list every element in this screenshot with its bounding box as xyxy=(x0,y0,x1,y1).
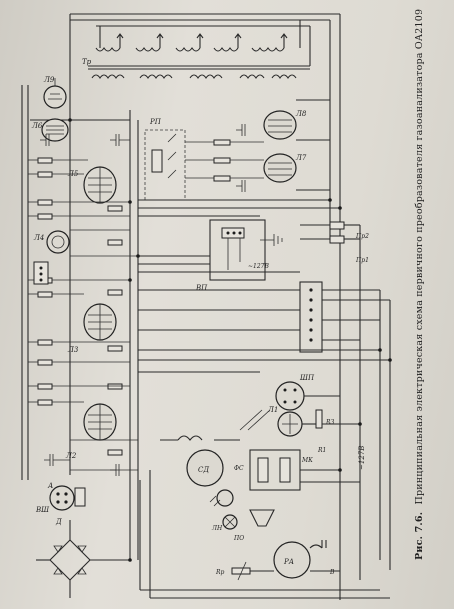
transformer-tr: Тр xyxy=(70,13,340,79)
connector-shp-label: ШП xyxy=(299,374,315,382)
tube-l1-group: Л1 R3 xyxy=(267,395,360,437)
po-element: ПО xyxy=(233,509,275,542)
relay-rp-label: РП xyxy=(149,118,162,126)
motor-ra-label: РА xyxy=(283,558,294,566)
horizontal-buses xyxy=(138,199,390,373)
connector-shp: ШП xyxy=(275,374,315,411)
tube-l4 xyxy=(46,230,70,254)
lamp-ln-label: ЛН xyxy=(211,525,223,532)
switch-v-label: В xyxy=(329,569,335,576)
switch-vp: ВП ~127В xyxy=(195,219,283,292)
left-tube-column: Л9 Л6 Л5 Л4 Л3 Л2 xyxy=(21,14,139,560)
supply-127v-bottom: ~127В xyxy=(358,446,366,470)
transformer-label: Тр xyxy=(82,58,92,66)
tube-l8 xyxy=(263,110,297,140)
connector-vsh-label: ВШ xyxy=(35,506,50,514)
po-label: ПО xyxy=(233,535,244,542)
tube-l7 xyxy=(263,153,297,183)
tube-l8-label: Л8 xyxy=(295,110,307,118)
fuse-pr1-label: Пр1 xyxy=(355,257,369,264)
svg-text:Рис. 7.6. Принципиальная: Рис. 7.6. Принципиальная электрическая с… xyxy=(414,9,425,560)
tube-l2-label: Л2 xyxy=(65,452,77,460)
measuring-block: МК R1 xyxy=(239,409,360,491)
switch-vp-label: ВП xyxy=(195,284,208,292)
motor-sd-label: СД xyxy=(198,466,209,474)
tube-l1-label: Л1 xyxy=(267,406,278,414)
tube-l3-label: Л3 xyxy=(67,346,79,354)
fuses: Пр1 Пр2 xyxy=(300,221,369,264)
connector-d: ВШ А Д xyxy=(35,482,86,526)
diode-bridge xyxy=(36,520,130,598)
tube-l7-label: Л7 xyxy=(295,154,307,162)
tube-l6-label: Л6 xyxy=(31,122,43,130)
terminal-block xyxy=(299,225,391,580)
figure-caption: Рис. 7.6. Принципиальная электрическая с… xyxy=(414,9,425,560)
motor-sd: СД xyxy=(160,435,240,487)
junction-dots xyxy=(68,118,392,562)
right-tubes: Л8 Л7 xyxy=(185,14,341,600)
photocell-fs: ФС xyxy=(209,465,244,507)
mk-label: МК xyxy=(301,457,313,464)
caption-prefix: Рис. 7.6. xyxy=(414,512,425,560)
resistor-rv-label: Rр xyxy=(215,569,225,576)
resistor-r1-label: R1 xyxy=(317,447,326,454)
fuse-pr2-label: Пр2 xyxy=(355,233,369,240)
tube-l9 xyxy=(43,85,67,109)
supply-127v-top: ~127В xyxy=(248,263,269,270)
motor-ra: РА Rр В xyxy=(139,470,390,599)
relay-rp: РП xyxy=(144,118,186,201)
caption-text: Принципиальная электрическая схема перви… xyxy=(414,9,425,505)
tube-l9-label: Л9 xyxy=(43,76,55,84)
resistor-r3-label: R3 xyxy=(325,419,335,426)
connector-d-label: Д xyxy=(55,518,62,526)
photocell-fs-label: ФС xyxy=(234,465,244,472)
lamp-ln: ЛН xyxy=(211,514,238,532)
connector-a-label: А xyxy=(47,482,53,490)
resistor-ladder-left xyxy=(28,157,138,471)
tube-l4-label: Л4 xyxy=(33,234,44,242)
